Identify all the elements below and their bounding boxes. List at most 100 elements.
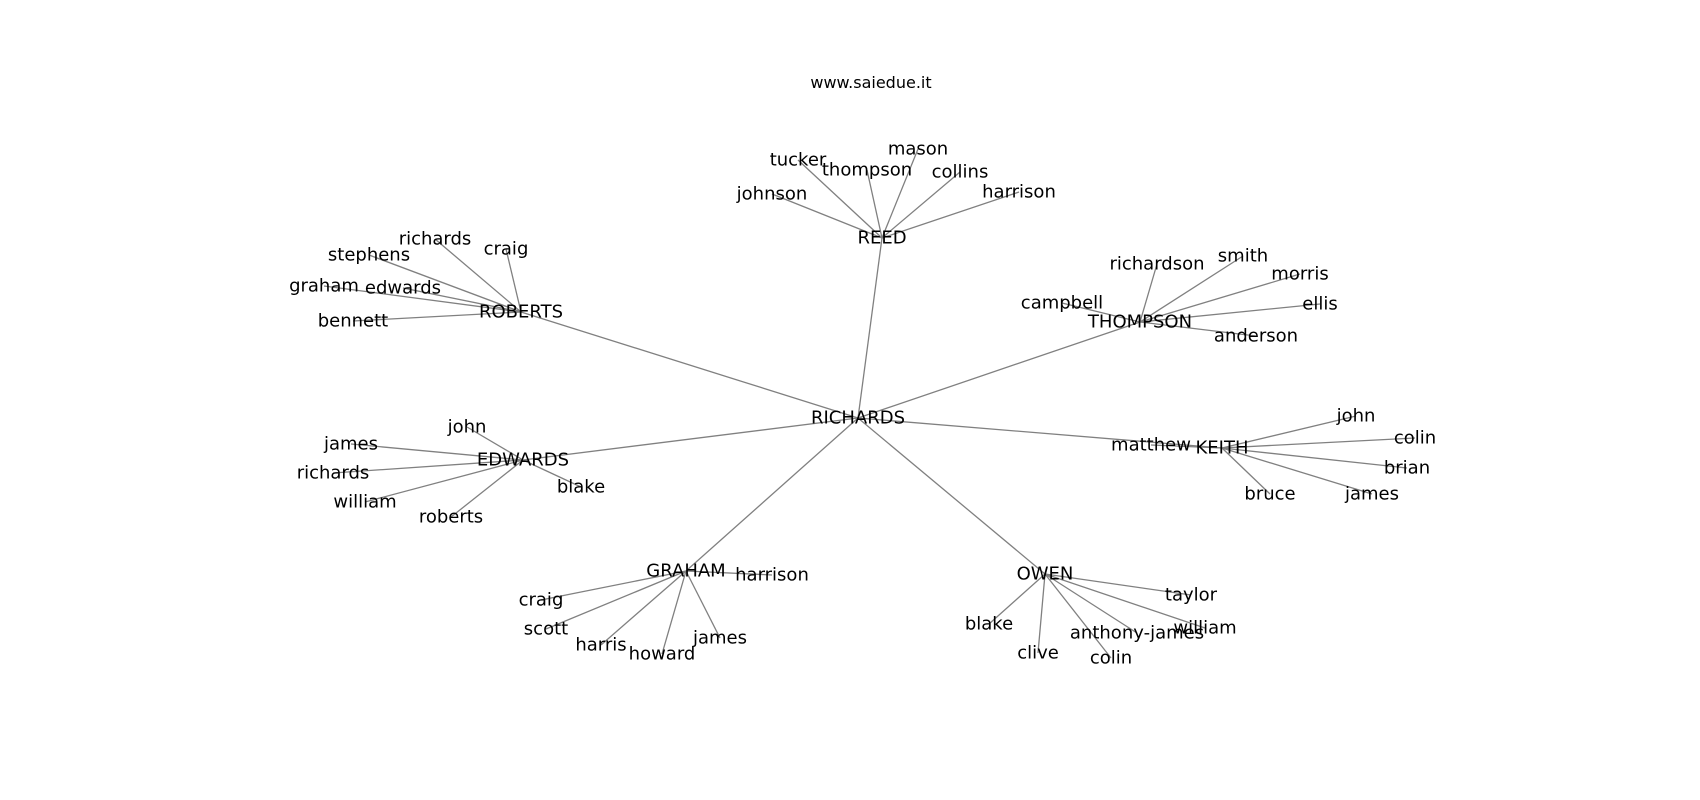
edge-roberts-stephens [368,254,522,313]
leaf-node-owen-clive: clive [1017,643,1059,664]
edge-graham-harris [600,570,687,646]
leaf-node-keith-colin: colin [1394,428,1436,449]
edge-keith-brian [1221,447,1408,469]
leaf-node-thompson-smith: smith [1218,246,1268,267]
leaf-node-owen-taylor: taylor [1165,585,1218,606]
leaf-node-graham-harris: harris [575,635,626,656]
leaf-node-thompson-anderson: anderson [1214,326,1298,347]
leaf-node-reed-harrison: harrison [982,182,1056,203]
hub-node-edwards: EDWARDS [477,450,569,471]
leaf-node-edwards-james: james [323,434,378,455]
edges-layer [323,148,1416,659]
leaf-node-edwards-william: william [333,492,396,513]
leaf-node-graham-craig: craig [519,590,564,611]
edge-roberts-craig [505,248,522,313]
edge-reed-mason [881,148,919,239]
leaf-node-thompson-ellis: ellis [1302,294,1337,315]
leaf-node-reed-mason: mason [888,139,948,160]
hub-node-reed: REED [857,228,906,249]
edge-owen-colin [1044,573,1112,659]
edge-thompson-smith [1139,255,1244,323]
edge-owen-william [1044,573,1206,629]
edge-roberts-bennett [352,311,522,322]
edge-graham-scott [545,570,687,630]
edge-roberts-richards [434,238,522,313]
hub-node-roberts: ROBERTS [479,302,563,323]
leaf-node-thompson-campbell: campbell [1021,293,1103,314]
edge-reed-tucker [797,159,883,239]
edge-thompson-campbell [1061,302,1141,323]
edge-roberts-edwards [402,287,522,313]
graph-title: www.saiedue.it [810,73,931,92]
leaf-node-graham-james: james [692,628,747,649]
edge-thompson-anderson [1139,321,1257,337]
leaf-node-edwards-blake: blake [557,477,605,498]
edge-edwards-william [364,459,524,503]
hub-node-thompson: THOMPSON [1087,312,1192,333]
leaf-node-graham-howard: howard [629,644,696,665]
edge-owen-blake [988,573,1046,625]
edge-center-owen [857,417,1046,575]
edge-edwards-john [466,426,524,461]
hub-node-owen: OWEN [1017,564,1074,585]
edge-graham-harrison [685,570,773,576]
leaf-node-roberts-craig: craig [484,239,529,260]
edge-thompson-richardson [1139,263,1158,323]
leaf-node-keith-bruce: bruce [1244,484,1295,505]
leaf-node-owen-william: william [1173,618,1236,639]
leaf-node-reed-collins: collins [932,162,989,183]
edge-edwards-richards [332,459,524,474]
leaf-node-roberts-bennett: bennett [318,311,389,332]
edge-keith-james [1221,447,1373,495]
edge-reed-harrison [881,191,1020,239]
hub-node-graham: GRAHAM [646,561,725,582]
leaf-node-roberts-stephens: stephens [328,245,410,266]
edge-edwards-blake [522,459,582,488]
edge-center-keith [857,417,1223,449]
leaf-node-owen-anthony-james: anthony-james [1070,623,1204,644]
leaf-node-graham-harrison: harrison [735,565,809,586]
leaf-node-roberts-richards: richards [399,229,472,250]
leaf-node-keith-brian: brian [1384,458,1430,479]
hub-node-keith: KEITH [1195,438,1248,459]
edge-keith-bruce [1221,447,1271,495]
edge-center-thompson [857,321,1141,419]
edge-center-reed [857,237,883,419]
edge-reed-thompson [866,169,883,239]
leaf-node-reed-johnson: johnson [736,184,808,205]
edge-owen-taylor [1044,573,1192,596]
edge-center-roberts [520,311,859,419]
edge-center-graham [685,417,859,572]
leaf-node-roberts-graham: graham [289,276,359,297]
edge-roberts-graham [323,285,522,313]
edge-owen-clive [1037,573,1046,654]
edge-owen-anthony-james [1044,573,1138,634]
leaf-node-keith-james: james [1344,484,1399,505]
edge-reed-johnson [771,193,883,239]
edge-keith-john [1221,415,1357,449]
leaf-node-graham-scott: scott [524,619,568,640]
leaf-node-reed-tucker: tucker [770,150,827,171]
edge-thompson-ellis [1139,303,1321,323]
leaf-node-keith-matthew: matthew [1111,435,1191,456]
edge-keith-matthew [1150,444,1223,449]
leaf-node-keith-john: john [1336,406,1376,427]
edge-keith-colin [1221,437,1416,449]
leaf-node-roberts-edwards: edwards [365,278,441,299]
center-node-label: RICHARDS [811,408,905,429]
leaf-node-edwards-john: john [447,417,487,438]
leaf-node-reed-thompson: thompson [822,160,912,181]
edge-edwards-roberts [450,459,524,518]
leaf-node-edwards-roberts: roberts [419,507,483,528]
leaf-node-edwards-richards: richards [297,463,370,484]
edge-graham-howard [661,570,687,655]
leaf-node-thompson-morris: morris [1271,264,1328,285]
edge-edwards-james [350,443,524,461]
edge-reed-collins [881,171,961,239]
edge-graham-james [685,570,721,639]
leaf-node-owen-colin: colin [1090,648,1132,669]
leaf-node-owen-blake: blake [965,614,1013,635]
edge-center-edwards [522,417,859,461]
